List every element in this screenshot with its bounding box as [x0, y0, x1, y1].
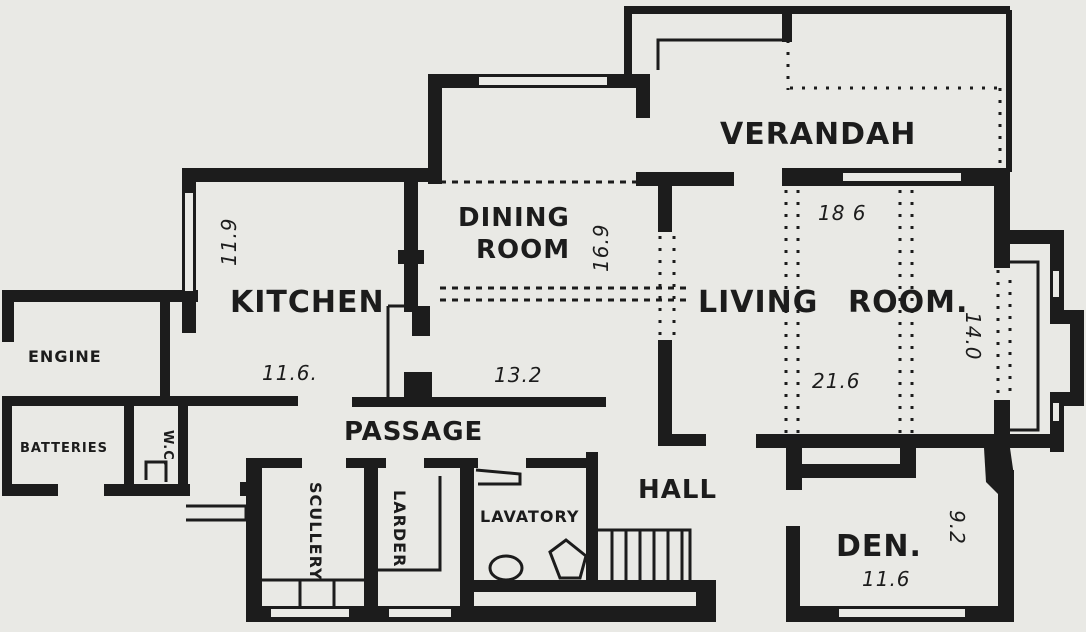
wall	[624, 6, 1010, 14]
wall	[1006, 10, 1012, 172]
dim-living-v: 14.0	[961, 312, 985, 361]
dim-dining-h: 13.2	[494, 363, 543, 387]
wall	[460, 458, 474, 608]
back-door-step	[186, 504, 248, 522]
stair-treads	[610, 530, 684, 580]
window	[1051, 401, 1061, 423]
wall	[636, 172, 734, 186]
window	[1051, 269, 1061, 299]
wall	[984, 448, 1014, 496]
wall	[160, 300, 170, 398]
wall	[246, 458, 302, 468]
wall	[182, 300, 196, 330]
wall	[696, 580, 716, 622]
wall	[994, 168, 1010, 268]
window	[387, 607, 453, 619]
wall	[412, 306, 430, 336]
window	[837, 607, 967, 619]
label-lavatory: LAVATORY	[480, 507, 579, 526]
wall	[658, 172, 672, 232]
toilet	[488, 554, 524, 582]
dim-kitchen-h: 11.6.	[262, 361, 318, 385]
label-wc: W.C.	[160, 430, 175, 467]
wall	[474, 580, 714, 592]
wall	[404, 372, 432, 400]
window	[183, 191, 195, 293]
wall	[782, 8, 792, 42]
wall	[182, 168, 442, 182]
dim-den-v: 9.2	[945, 510, 969, 545]
label-scullery: SCULLERY	[306, 482, 325, 581]
wall	[786, 464, 916, 478]
label-hall: HALL	[638, 475, 717, 505]
wall	[1070, 310, 1084, 406]
wall	[404, 262, 418, 312]
wall	[404, 175, 418, 255]
wall	[636, 74, 650, 118]
label-batteries: BATTERIES	[20, 441, 108, 456]
wall	[2, 396, 298, 406]
dim-living-top: 18 6	[818, 201, 867, 225]
bay-window-line	[1004, 260, 1040, 432]
wall	[428, 74, 442, 184]
larder-shelf	[378, 476, 442, 572]
wall	[398, 250, 424, 264]
wall	[900, 440, 916, 478]
dim-kitchen-v: 11.9	[217, 217, 241, 266]
wall	[124, 400, 134, 496]
dim-living-bottom: 21.6	[812, 369, 861, 393]
label-engine: ENGINE	[28, 347, 102, 366]
dim-den-h: 11.6	[862, 567, 911, 591]
label-den: DEN.	[836, 529, 922, 564]
wall	[998, 470, 1014, 622]
window	[841, 171, 963, 183]
wall	[104, 484, 190, 496]
wall	[2, 484, 58, 496]
wall	[786, 526, 800, 622]
wall	[240, 482, 254, 496]
wall	[624, 6, 632, 80]
label-larder: LARDER	[390, 490, 409, 567]
wall	[658, 340, 672, 444]
window	[269, 607, 351, 619]
wall	[424, 458, 478, 468]
label-verandah: VERANDAH	[720, 117, 916, 152]
staircase	[598, 528, 692, 580]
label-living-room: ROOM.	[848, 285, 968, 320]
label-dining: DINING	[458, 203, 570, 233]
dim-dining-v: 16.9	[589, 223, 613, 272]
label-dining-room: ROOM	[476, 235, 570, 265]
wall	[352, 397, 606, 407]
wall	[364, 458, 378, 608]
wall	[178, 400, 188, 496]
wall	[2, 396, 12, 496]
fixtures	[144, 38, 1040, 606]
wall	[658, 434, 706, 446]
wc-fixture	[144, 460, 168, 482]
label-passage: PASSAGE	[344, 417, 483, 447]
basin	[548, 538, 588, 580]
lavatory-fixture	[475, 468, 522, 486]
wall	[246, 606, 716, 622]
windows	[183, 75, 1061, 619]
wall	[526, 458, 588, 468]
wall	[246, 458, 262, 622]
verandah-step	[656, 38, 784, 70]
wall	[2, 290, 198, 302]
wall	[786, 434, 802, 490]
room-labels: VERANDAH DINING ROOM 16.9 13.2 KITCHEN 1…	[20, 117, 985, 591]
wall	[2, 290, 14, 342]
label-living: LIVING	[698, 285, 818, 320]
window	[477, 75, 609, 87]
wall	[994, 230, 1064, 244]
wall	[586, 452, 598, 582]
beam-lines	[440, 40, 1012, 436]
label-kitchen: KITCHEN	[230, 285, 385, 320]
